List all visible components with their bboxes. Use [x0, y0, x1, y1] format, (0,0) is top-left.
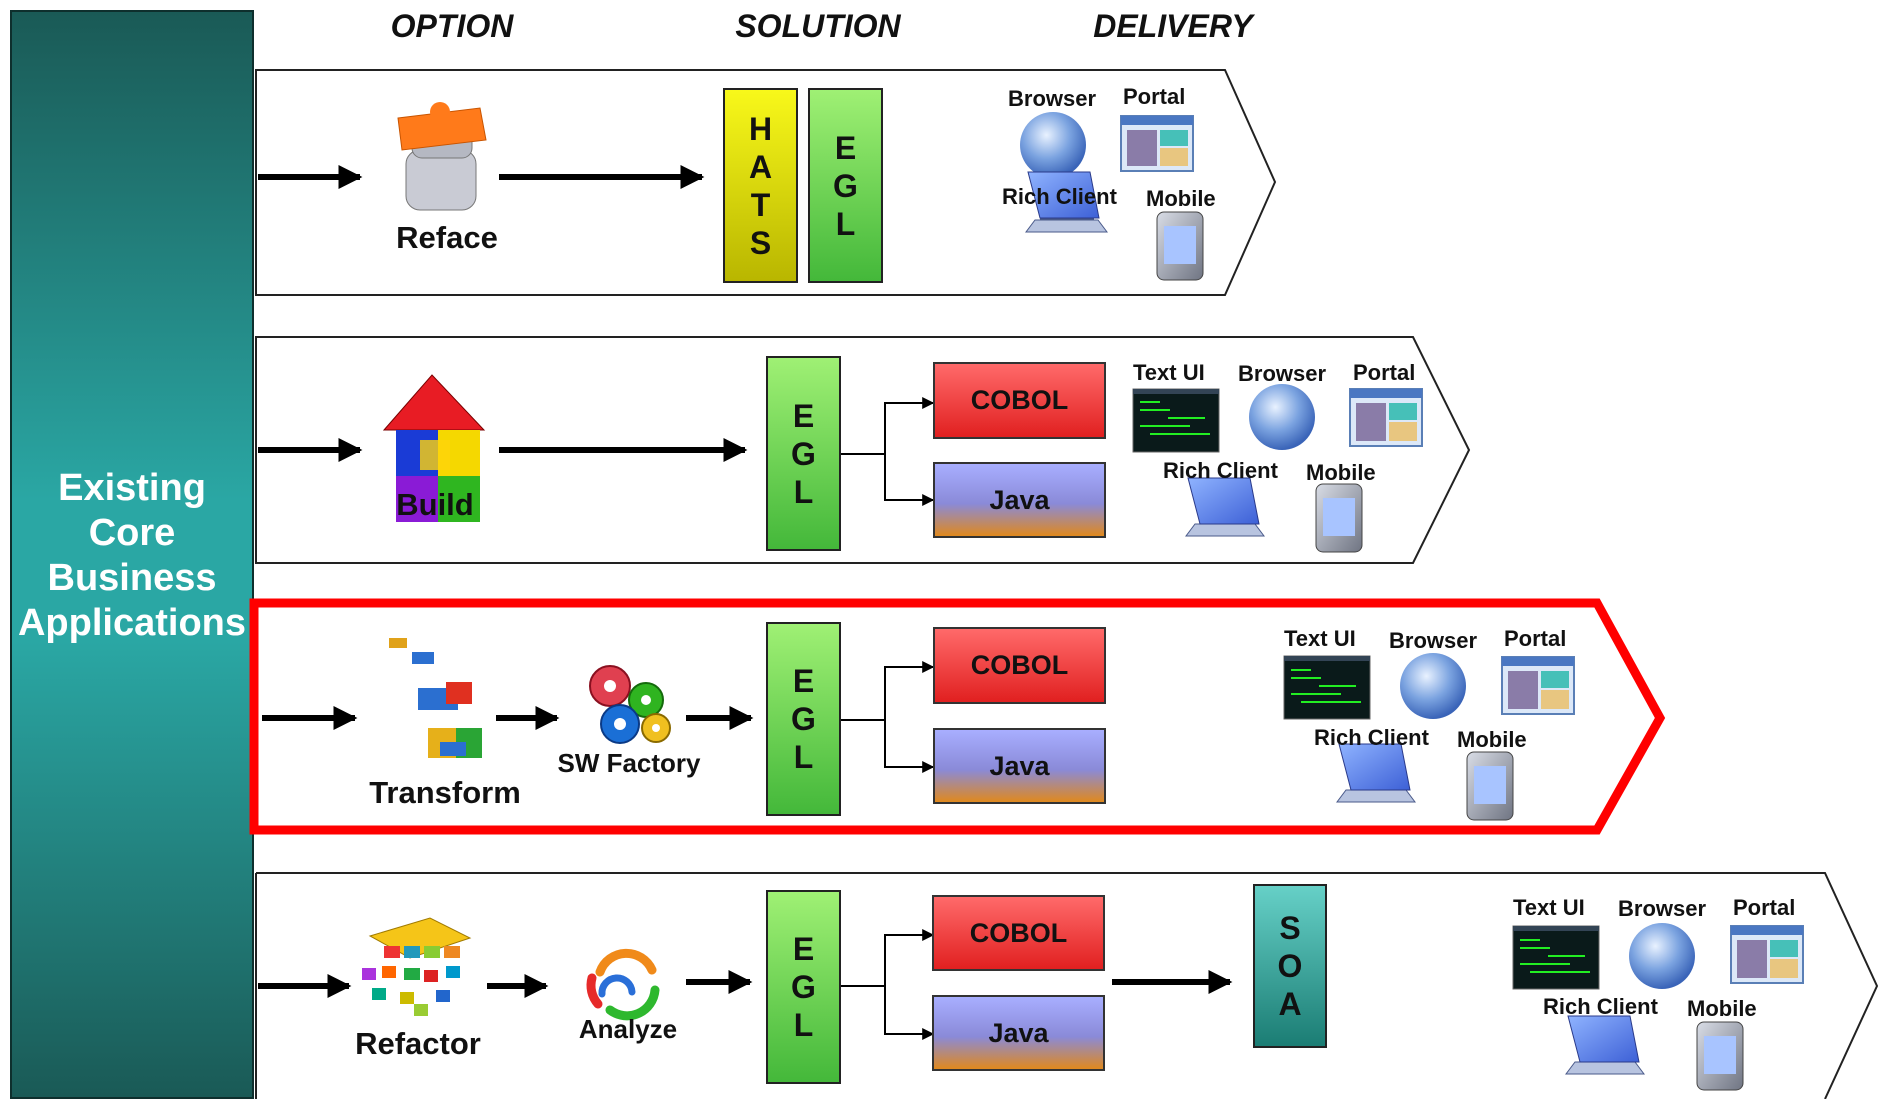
- delivery-rich-client-label: Rich Client: [1163, 458, 1278, 483]
- target-java-box: Java: [932, 995, 1105, 1071]
- row-refactor-delivery-icons: [1512, 923, 1804, 1091]
- delivery-mobile-label: Mobile: [1306, 460, 1376, 485]
- delivery-text-ui-label: Text UI: [1284, 626, 1356, 651]
- solution-egl-box: EGL: [766, 356, 841, 551]
- row-refactor-outline: [256, 872, 1879, 1099]
- delivery-browser-label: Browser: [1389, 628, 1478, 653]
- solution-egl-box: EGL: [808, 88, 883, 283]
- delivery-text-ui-label: Text UI: [1513, 895, 1585, 920]
- delivery-rich-client-label: Rich Client: [1002, 184, 1117, 209]
- step-analyze-label: Analyze: [578, 1014, 678, 1044]
- delivery-mobile-label: Mobile: [1687, 996, 1757, 1021]
- target-java-box: Java: [933, 728, 1106, 804]
- delivery-browser-label: Browser: [1618, 896, 1707, 921]
- target-java-box: Java: [933, 462, 1106, 538]
- target-cobol-box: COBOL: [933, 627, 1106, 704]
- column-header-option: OPTION: [390, 8, 514, 44]
- delivery-portal-label: Portal: [1123, 84, 1186, 109]
- refactor-puzzle-icon: [362, 917, 472, 1016]
- row-transform-delivery-icons: [1283, 653, 1575, 821]
- target-cobol-box: COBOL: [933, 362, 1106, 439]
- delivery-portal-label: Portal: [1504, 626, 1567, 651]
- solution-egl-box: EGL: [766, 622, 841, 816]
- option-refactor-label: Refactor: [355, 1026, 481, 1061]
- delivery-mobile-label: Mobile: [1146, 186, 1216, 211]
- sidebar-panel: [10, 10, 254, 1099]
- option-build-label: Build: [396, 487, 474, 522]
- solution-soa-box: SOA: [1253, 884, 1327, 1048]
- column-header-delivery: DELIVERY: [1093, 8, 1253, 44]
- delivery-rich-client-label: Rich Client: [1543, 994, 1658, 1019]
- sw-factory-gears-icon: [589, 665, 671, 744]
- option-transform-label: Transform: [369, 775, 521, 810]
- delivery-portal-label: Portal: [1353, 360, 1416, 385]
- delivery-browser-label: Browser: [1238, 361, 1327, 386]
- solution-egl-box: EGL: [766, 890, 841, 1084]
- analyze-cycle-icon: [586, 948, 660, 1021]
- step-sw-factory-label: SW Factory: [557, 748, 701, 778]
- delivery-mobile-label: Mobile: [1457, 727, 1527, 752]
- delivery-text-ui-label: Text UI: [1133, 360, 1205, 385]
- transform-pieces-icon: [389, 638, 482, 758]
- delivery-portal-label: Portal: [1733, 895, 1796, 920]
- column-header-solution: SOLUTION: [735, 8, 901, 44]
- sidebar-label: Existing Core Business Applications: [17, 467, 247, 644]
- option-reface-label: Reface: [396, 220, 498, 255]
- delivery-rich-client-label: Rich Client: [1314, 725, 1429, 750]
- target-cobol-box: COBOL: [932, 895, 1105, 971]
- build-house-puzzle-icon: [382, 374, 486, 522]
- delivery-browser-label: Browser: [1008, 86, 1097, 111]
- solution-hats-box: HATS: [723, 88, 798, 283]
- row-build-delivery-icons: [1132, 384, 1423, 553]
- reface-puzzle-icon: [397, 102, 487, 211]
- row-reface-delivery-icons: [1020, 112, 1204, 281]
